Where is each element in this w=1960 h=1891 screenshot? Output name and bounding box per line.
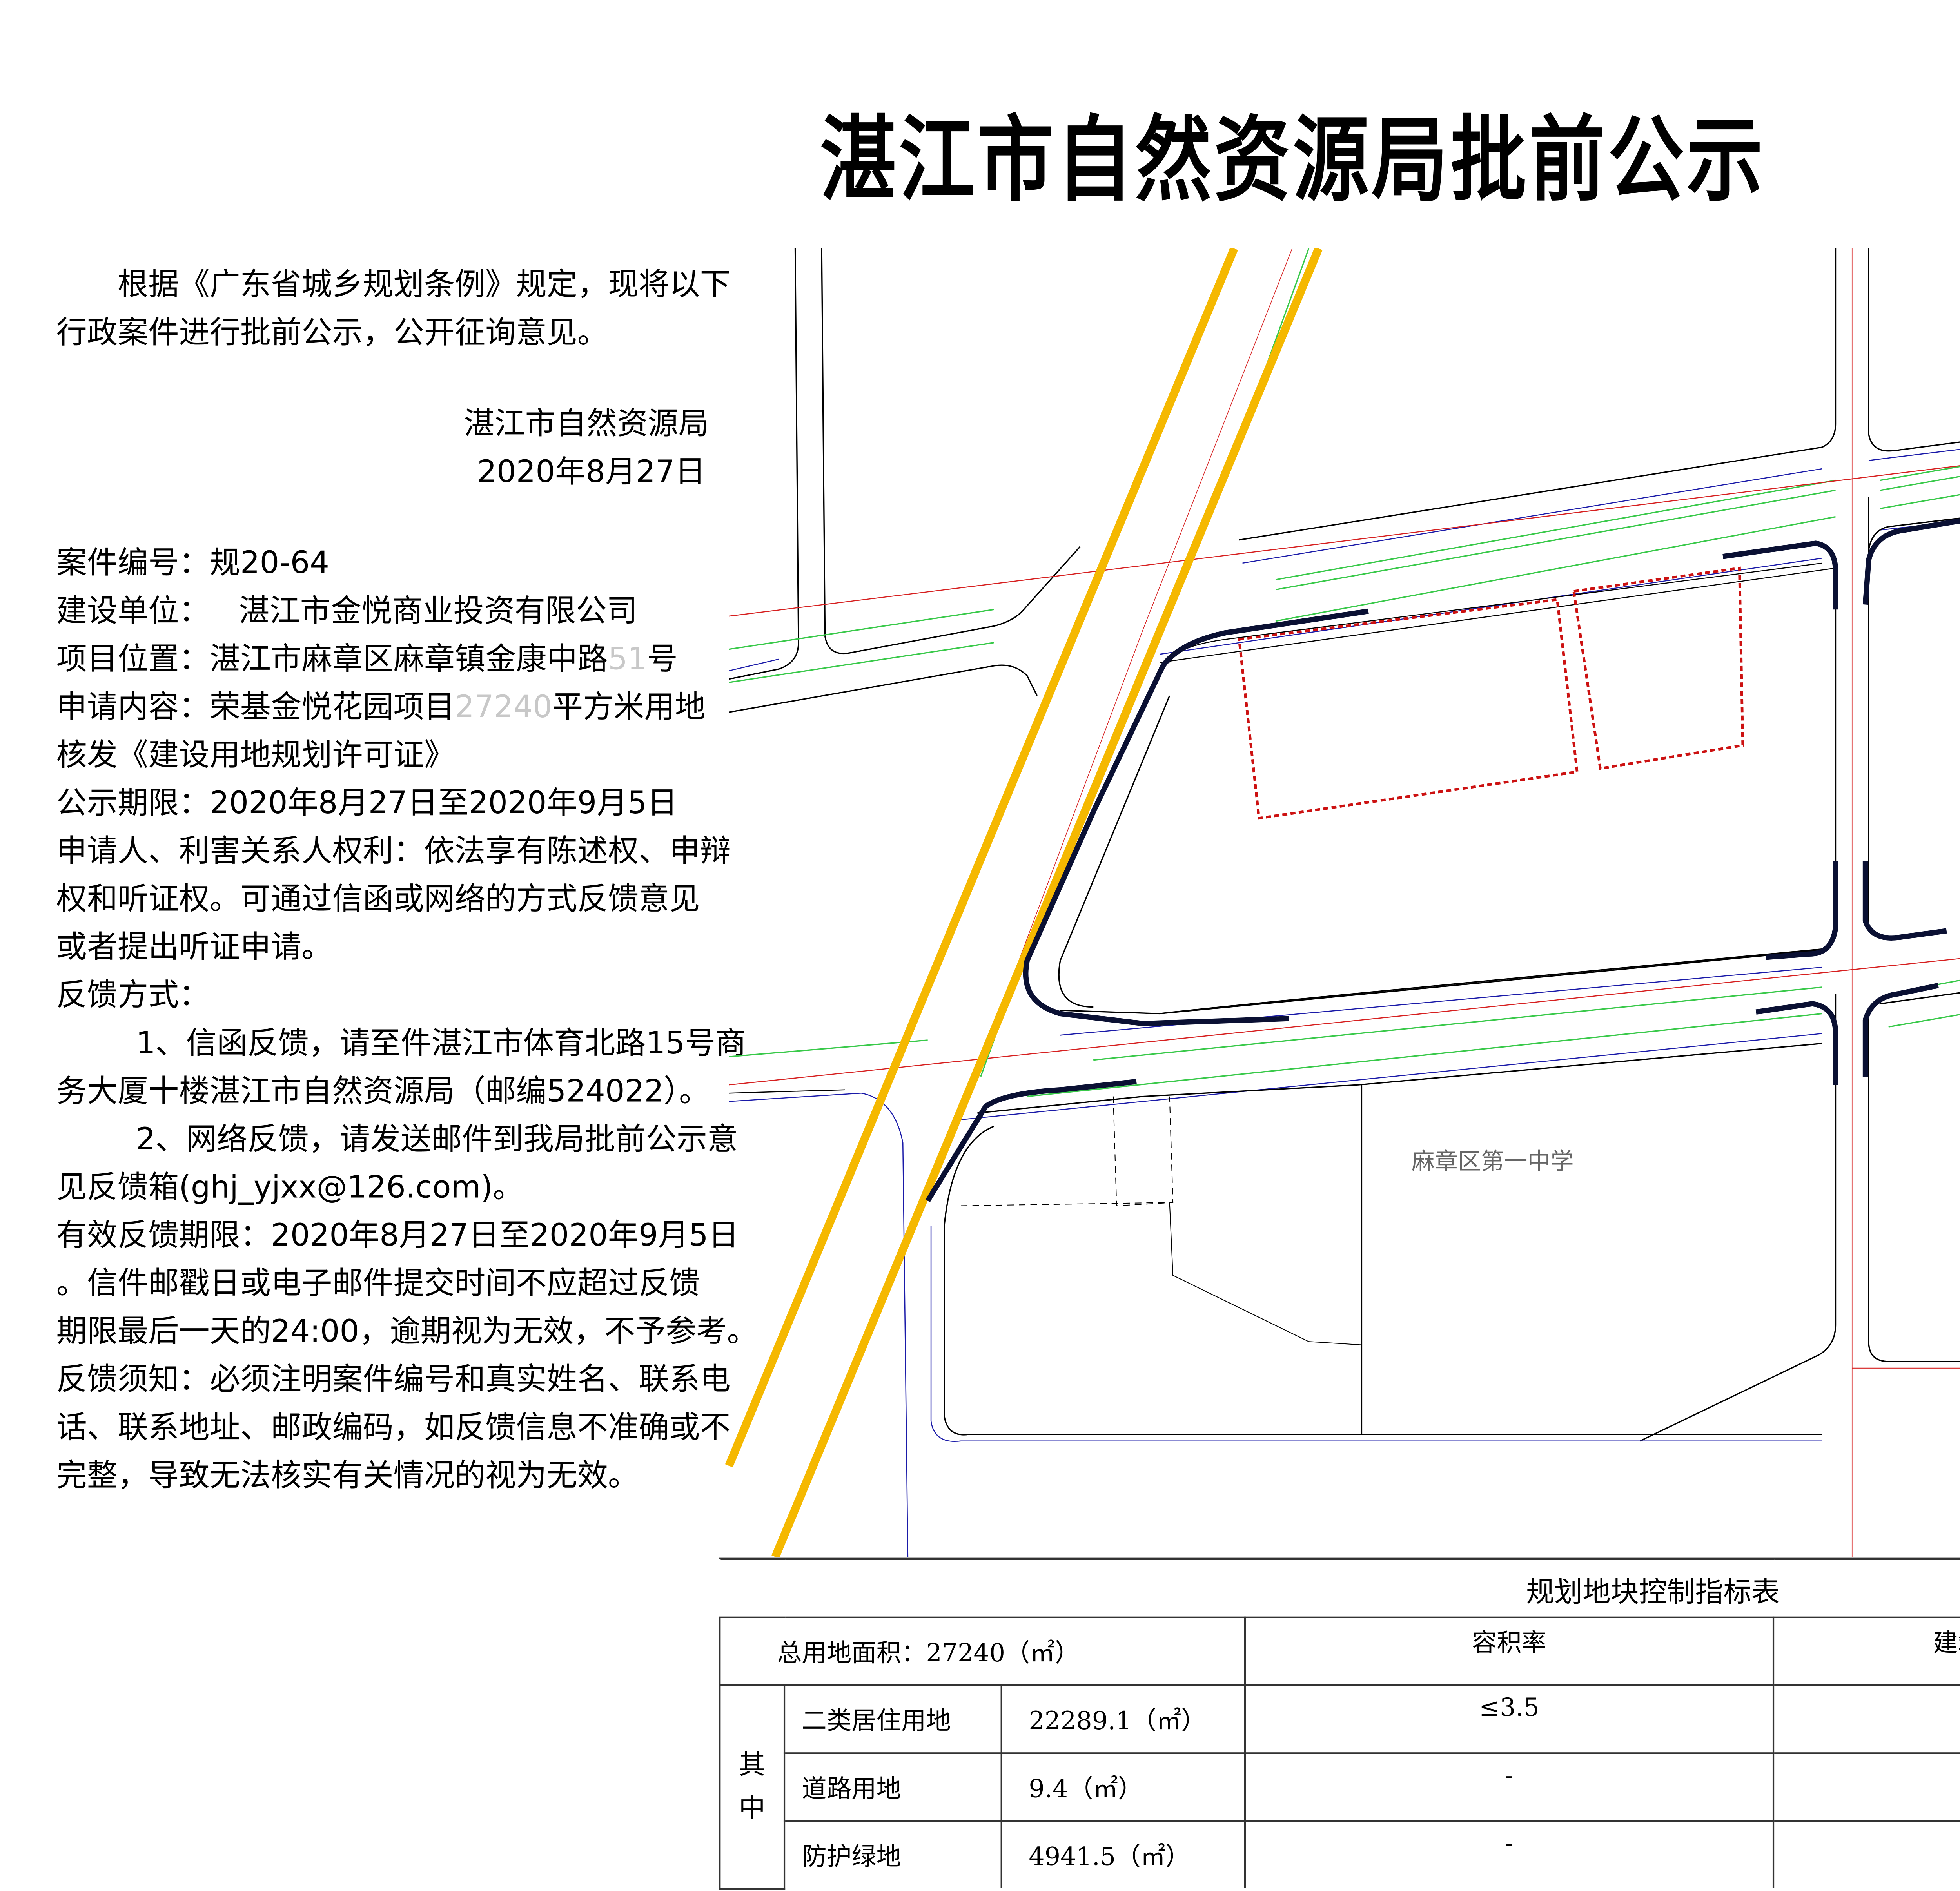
road-label-chaoyang: 朝 — [1832, 618, 1860, 651]
rights-line: 或者提出听证申请。 — [56, 931, 332, 966]
total-area: 总用地面积：27240（㎡） — [719, 1616, 1246, 1686]
valid-period: 。信件邮戳日或电子邮件提交时间不应超过反馈 — [56, 1267, 700, 1302]
chaoyang-road — [1160, 248, 1960, 1557]
builder-label: 建设单位： — [56, 595, 210, 629]
yellow-boundary-line — [771, 248, 1323, 1557]
road-label-chaoming: 明 — [1097, 636, 1125, 669]
feedback-notes: 反馈须知：必须注明案件编号和真实姓名、联系电 — [56, 1363, 731, 1398]
builder: 建设单位： 湛江市金悦商业投资有限公司 — [56, 588, 719, 636]
land-use-name: 防护绿地 — [783, 1820, 1002, 1888]
planning-kerb-lines — [925, 518, 1960, 1202]
group-label-char: 其 — [739, 1748, 766, 1780]
intro-line: 行政案件进行批前公示，公开征询意见。 — [56, 316, 608, 351]
road-label-chaoyang: 路 — [1836, 938, 1864, 971]
parcel-east — [1572, 566, 1744, 770]
road-label-jinkang: 路 — [1955, 477, 1960, 510]
issue-date: 2020年8月27日 — [477, 455, 706, 490]
school-block: 麻章区第一中学 — [930, 1085, 1822, 1442]
far-value: - — [1244, 1820, 1775, 1888]
road-label-chaoming: 朝 — [1156, 476, 1185, 509]
table-row: 道路用地 9.4（㎡） - - - — [720, 1752, 1960, 1822]
table-row: 防护绿地 4941.5（㎡） - - - — [720, 1820, 1960, 1888]
road-label-chaoming: 路 — [1022, 825, 1051, 858]
feedback-mail: 务大厦十楼湛江市自然资源局（邮编524022）。 — [56, 1075, 710, 1110]
page-title: 湛江市自然资源局批前公示 — [820, 107, 1766, 216]
site-edge — [1058, 695, 1171, 1008]
land-use-area: 4941.5（㎡） — [1000, 1820, 1246, 1888]
issuer: 湛江市自然资源局 — [464, 407, 709, 442]
location-value: 湛江市麻章区麻章镇金康中路 — [209, 642, 608, 678]
header-density: 建筑密度（%） — [1772, 1616, 1960, 1686]
road-label-chaoyang: 阳 — [1836, 756, 1864, 789]
rights-line: 申请人、利害关系人权利：依法享有陈述权、申辩 — [56, 834, 731, 870]
notice-period: 公示期限：2020年8月27日至2020年9月5日 — [56, 787, 678, 822]
feedback-notes: 话、联系地址、邮政编码，如反馈信息不准确或不 — [56, 1411, 731, 1446]
feedback-email: 2、网络反馈，请发送邮件到我局批前公示意 — [136, 1123, 738, 1158]
group-label-char: 中 — [739, 1791, 766, 1823]
chaoming-centerline — [993, 248, 1293, 1027]
density-value: ≤25 — [1772, 1684, 1960, 1754]
case-number-label: 案件编号： — [56, 546, 210, 582]
valid-period: 期限最后一天的24:00，逾期视为无效，不予参考。 — [56, 1315, 758, 1350]
jinchuan-road — [729, 948, 1960, 1557]
school-label: 麻章区第一中学 — [1412, 1148, 1574, 1175]
project-location: 项目位置：湛江市麻章区麻章镇金康中路51号 — [56, 636, 719, 684]
notice-text-panel: 根据《广东省城乡规划条例》规定，现将以下 行政案件进行批前公示，公开征询意见。 … — [56, 262, 758, 1501]
rights-line: 权和听证权。可通过信函或网络的方式反馈意见 — [56, 883, 700, 918]
request-content-line2: 核发《建设用地规划许可证》 — [56, 738, 455, 774]
yellow-boundary-line — [725, 248, 1238, 1468]
request-area: 27240 — [455, 691, 552, 726]
feedback-mail: 1、信函反馈，请至件湛江市体育北路15号商 — [136, 1027, 746, 1062]
location-number: 51 — [608, 642, 647, 678]
site-parcels — [1238, 566, 1744, 820]
feedback-notes: 完整，导致无法核实有关情况的视为无效。 — [56, 1459, 639, 1494]
far-value: ≤3.5 — [1244, 1684, 1775, 1754]
feedback-label: 反馈方式： — [56, 979, 210, 1014]
land-use-area: 22289.1（㎡） — [1000, 1684, 1246, 1754]
density-value: - — [1772, 1820, 1960, 1888]
land-use-name: 道路用地 — [783, 1752, 1002, 1822]
request-value: 荣基金悦花园项目 — [209, 691, 455, 726]
location-label: 项目位置： — [56, 642, 210, 678]
intro-line: 根据《广东省城乡规划条例》规定，现将以下 — [118, 268, 731, 303]
table-row: 其中 二类居住用地 22289.1（㎡） ≤3.5 ≤25 ≥30 — [719, 1684, 1960, 1889]
far-value: - — [1244, 1752, 1775, 1822]
parcel-west — [1238, 598, 1579, 820]
land-use-name: 二类居住用地 — [783, 1684, 1002, 1754]
jinkang-road — [729, 248, 1960, 713]
valid-period: 有效反馈期限：2020年8月27日至2020年9月5日 — [56, 1219, 739, 1254]
builder-value: 湛江市金悦商业投资有限公司 — [239, 595, 637, 629]
feedback-email-address: 见反馈箱(ghj_yjxx@126.com)。 — [56, 1171, 524, 1206]
case-number: 案件编号：规20-64 — [56, 540, 719, 588]
request-suffix: 平方米用地 — [552, 691, 706, 726]
land-use-area: 9.4（㎡） — [1000, 1752, 1246, 1822]
case-number-value: 规20-64 — [209, 546, 330, 582]
control-index-table: 规划地块控制指标表 总用地面积：27240（㎡） 容积率 建筑密度（%） 绿地率… — [719, 1558, 1960, 1889]
request-content: 申请内容：荣基金悦花园项目27240平方米用地 — [56, 684, 719, 732]
request-label: 申请内容： — [56, 691, 210, 726]
table-caption: 规划地块控制指标表 — [720, 1558, 1960, 1618]
density-value: - — [1772, 1752, 1960, 1822]
road-label-jinkang: 康 — [1546, 535, 1574, 568]
header-far: 容积率 — [1244, 1616, 1775, 1686]
location-suffix: 号 — [647, 642, 678, 678]
group-label: 其中 — [719, 1684, 786, 1889]
